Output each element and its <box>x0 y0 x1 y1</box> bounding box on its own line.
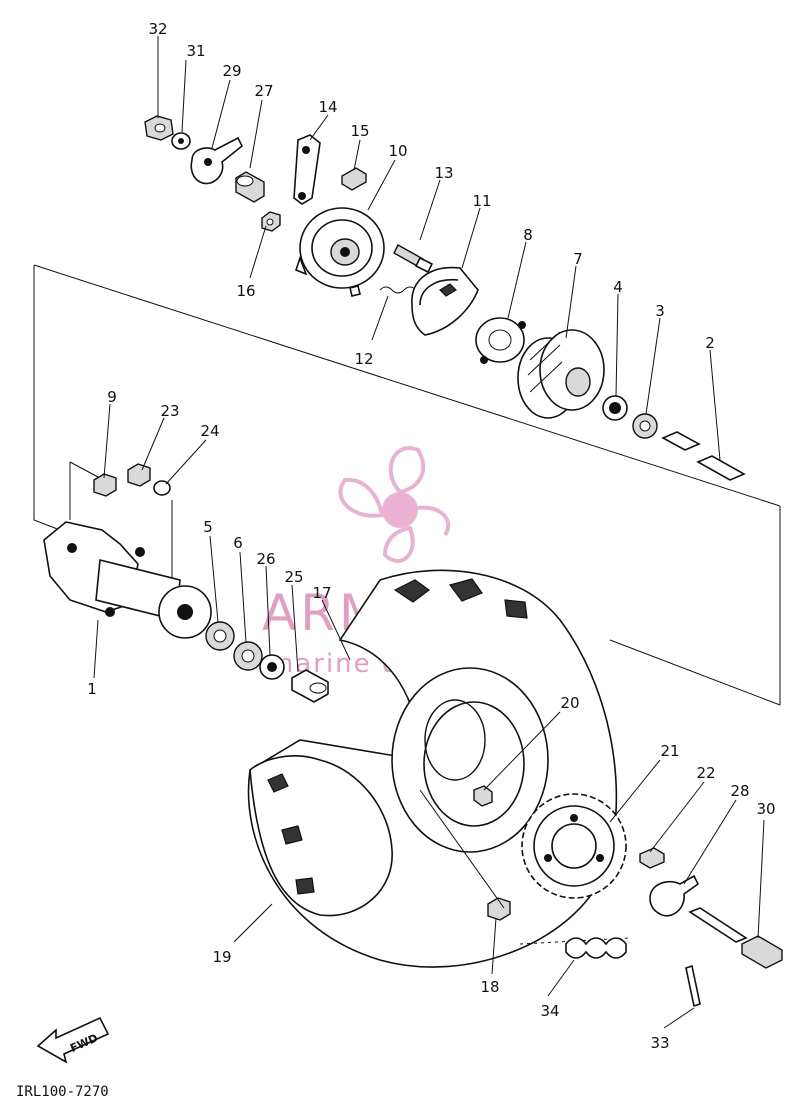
callout-31: 31 <box>186 42 205 60</box>
callout-12: 12 <box>354 350 373 368</box>
callout-11: 11 <box>472 192 491 210</box>
part-nut-9 <box>93 473 117 497</box>
part-drive-chain-34 <box>519 937 631 959</box>
callout-labels: 32 31 29 27 14 15 10 13 11 8 7 4 3 2 16 … <box>87 20 775 1052</box>
callout-10: 10 <box>388 142 407 160</box>
callout-20: 20 <box>560 694 579 712</box>
callout-33: 33 <box>650 1034 669 1052</box>
callout-7: 7 <box>573 250 583 268</box>
callout-4: 4 <box>613 278 623 296</box>
callout-30: 30 <box>756 800 775 818</box>
callout-21: 21 <box>660 742 679 760</box>
callout-28: 28 <box>730 782 749 800</box>
part-bushing-27 <box>235 171 265 203</box>
part-bearing-6 <box>233 641 263 671</box>
callout-29: 29 <box>222 62 241 80</box>
callout-23: 23 <box>160 402 179 420</box>
part-collar-2 <box>661 431 746 481</box>
part-nut-16 <box>261 211 281 232</box>
part-washer-31 <box>171 132 191 150</box>
callout-13: 13 <box>434 164 453 182</box>
part-valve-nut-20 <box>473 785 493 807</box>
part-nut-32 <box>144 115 174 141</box>
callout-22: 22 <box>696 764 715 782</box>
callout-32: 32 <box>148 20 167 38</box>
leader-lines <box>93 36 765 1029</box>
propeller-logo-icon <box>338 446 451 563</box>
callout-17: 17 <box>312 584 331 602</box>
part-brake-panel-10 <box>295 207 385 297</box>
part-rim-17 <box>391 667 549 853</box>
callout-18: 18 <box>480 978 499 996</box>
part-bearing-5 <box>205 621 235 651</box>
assembly-boundary-lines <box>33 264 781 706</box>
part-brake-cam-lever-14 <box>293 134 321 205</box>
part-sprocket-21 <box>521 793 627 899</box>
part-chain-adjuster-28 <box>649 874 700 917</box>
part-bolt-15 <box>341 167 367 191</box>
callout-8: 8 <box>523 226 533 244</box>
part-nut-23 <box>127 463 151 487</box>
part-adjust-bolt-30 <box>688 907 783 969</box>
callout-3: 3 <box>655 302 665 320</box>
callout-25: 25 <box>284 568 303 586</box>
part-bearing-3 <box>632 413 658 439</box>
part-bolt-22 <box>639 847 665 869</box>
callout-34: 34 <box>540 1002 559 1020</box>
forward-arrow-icon: FWD <box>36 1016 110 1064</box>
callout-15: 15 <box>350 122 369 140</box>
callout-6: 6 <box>233 534 243 552</box>
part-collar-25 <box>291 669 329 703</box>
callout-14: 14 <box>318 98 337 116</box>
callout-19: 19 <box>212 948 231 966</box>
part-washer-24 <box>153 480 171 496</box>
callout-2: 2 <box>705 334 715 352</box>
part-nut-18 <box>487 897 511 921</box>
part-adjuster-plate-29 <box>190 136 244 185</box>
callout-27: 27 <box>254 82 273 100</box>
part-brake-drum-7 <box>517 329 605 419</box>
callout-16: 16 <box>236 282 255 300</box>
callout-1: 1 <box>87 680 97 698</box>
part-hub-plate-8 <box>475 317 526 364</box>
callout-24: 24 <box>200 422 219 440</box>
part-brake-camshaft-13 <box>393 244 434 274</box>
part-oil-seal-26 <box>259 654 285 680</box>
part-cotter-pin-33 <box>685 964 701 1008</box>
part-spring-12 <box>379 286 417 294</box>
part-rear-axle-hub-1 <box>43 521 212 639</box>
diagram-code: IRL100-7270 <box>16 1084 109 1100</box>
callout-26: 26 <box>256 550 275 568</box>
part-brake-shoe-11 <box>411 266 479 336</box>
callout-5: 5 <box>203 518 213 536</box>
callout-9: 9 <box>107 388 117 406</box>
part-oil-seal-4 <box>602 395 628 421</box>
